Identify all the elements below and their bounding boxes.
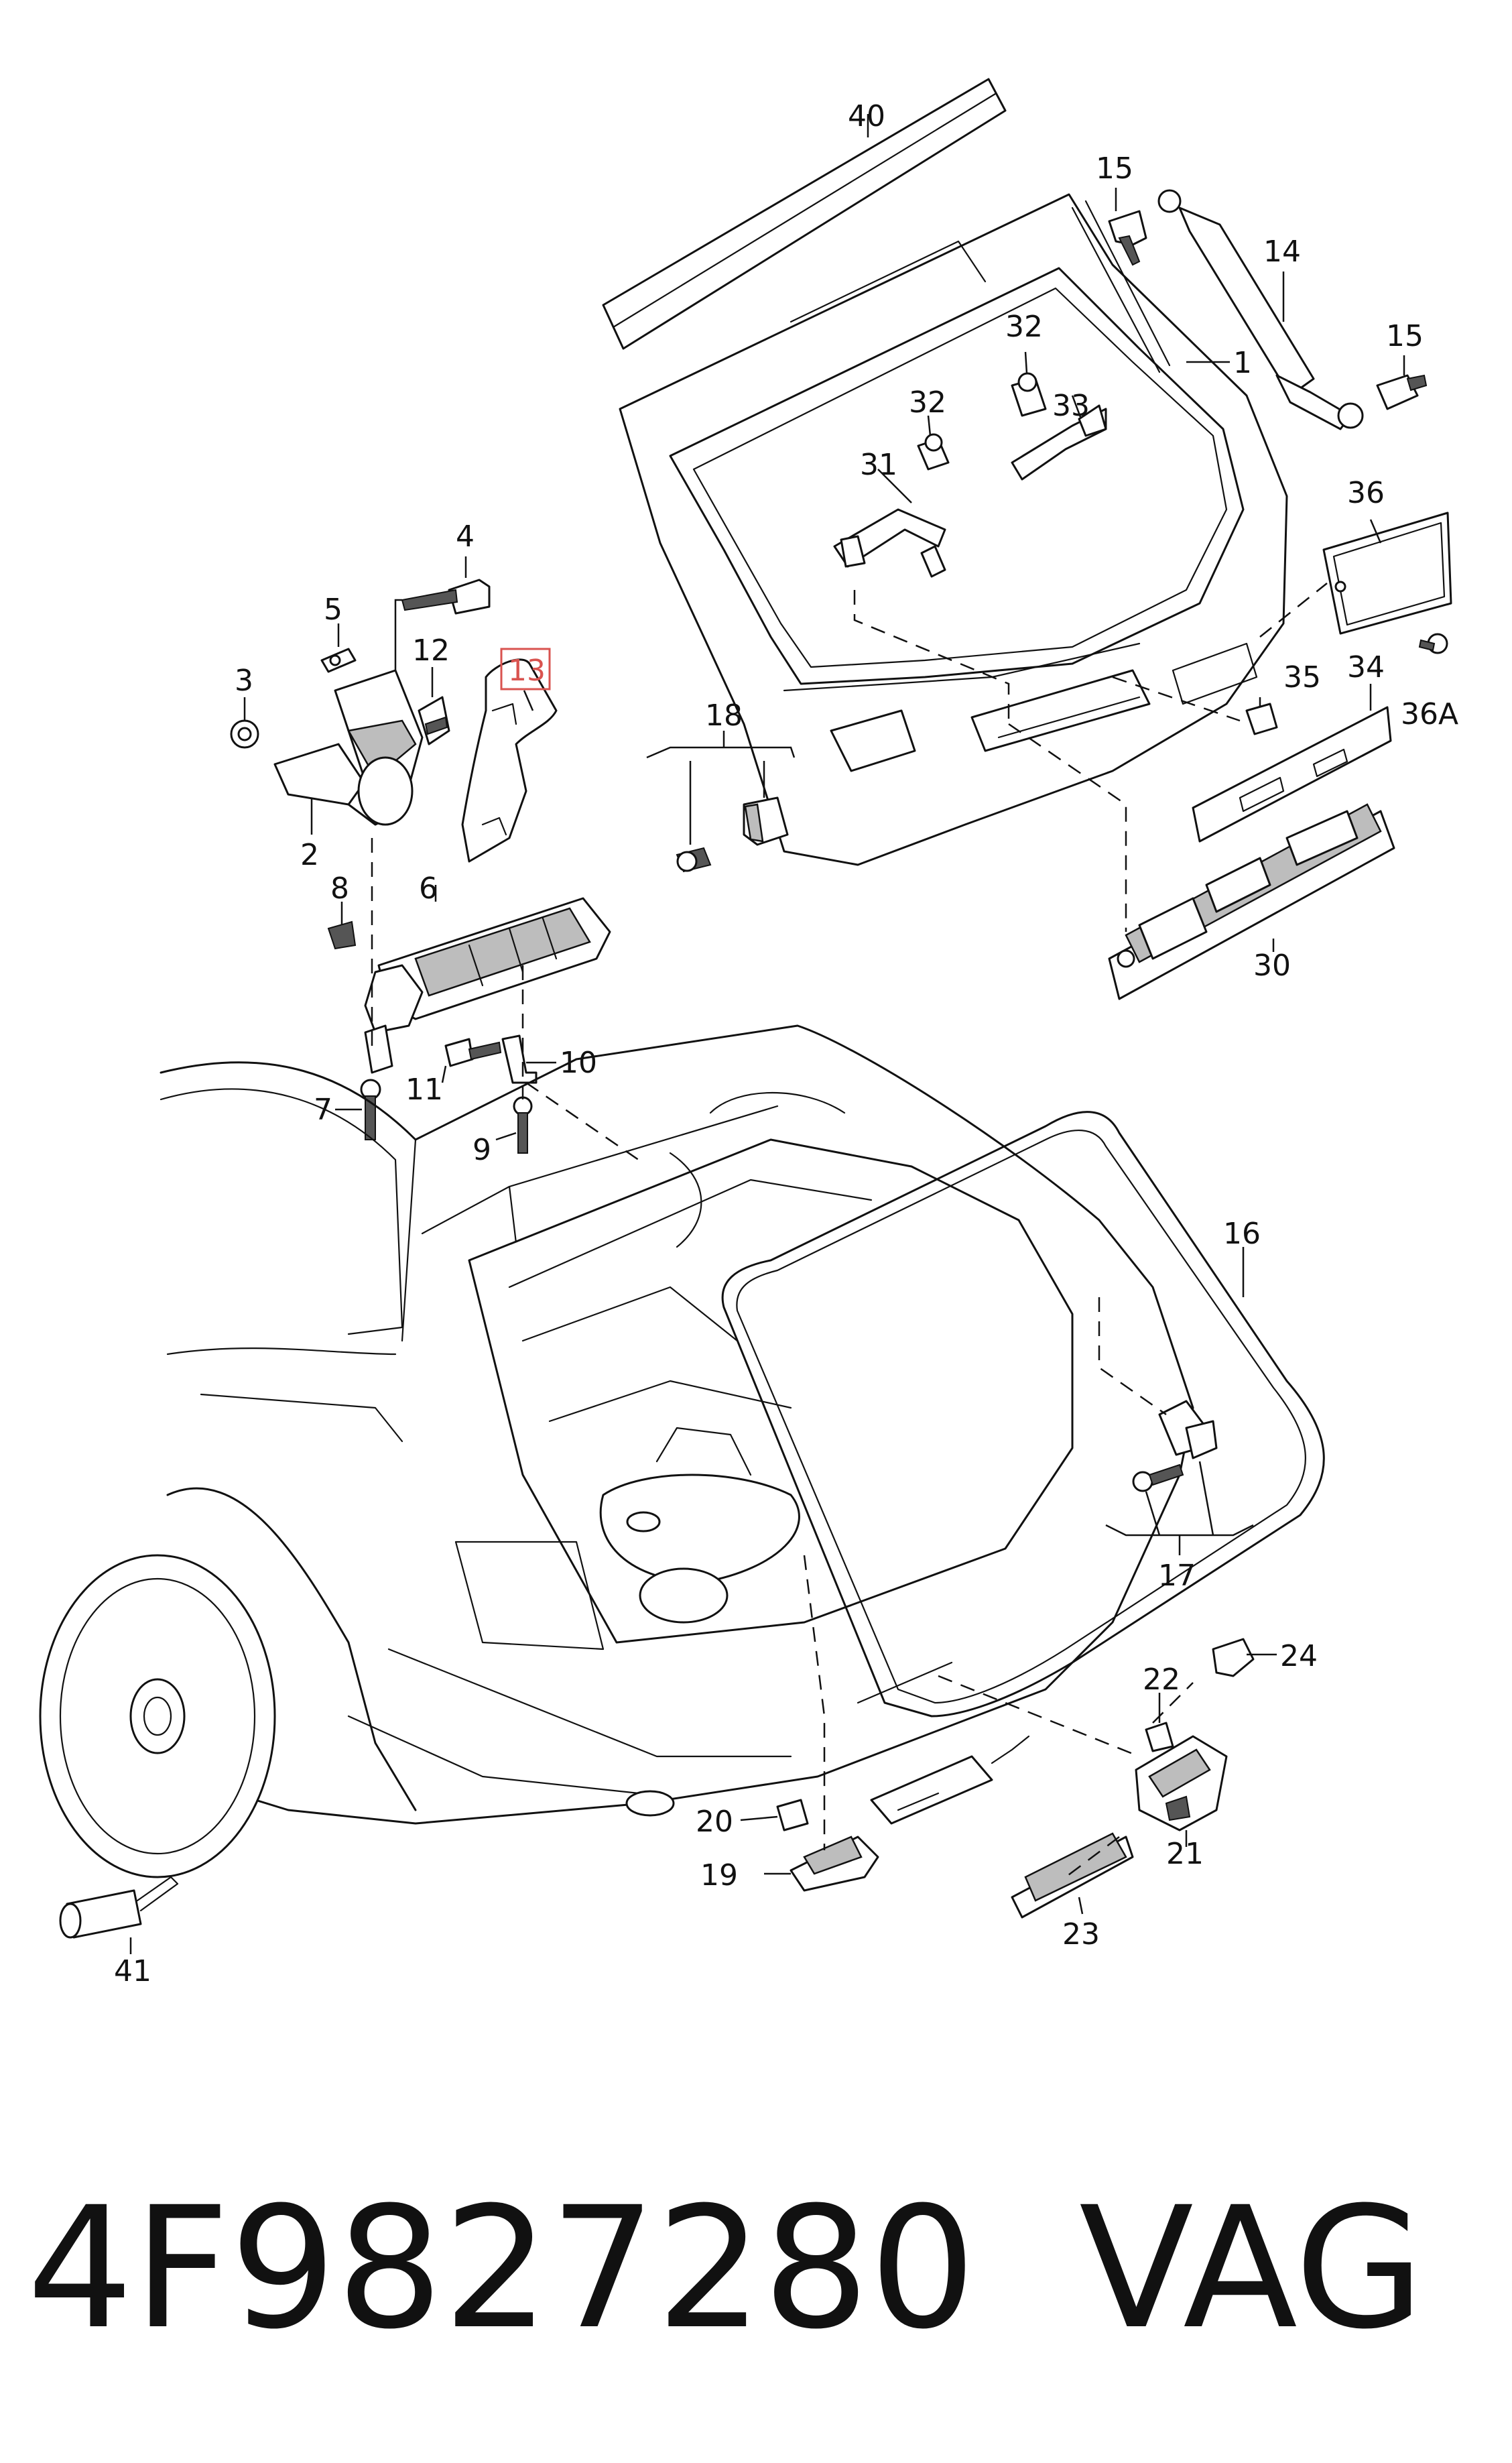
callout-1: 1 [1233, 346, 1252, 380]
gas-strut [1157, 189, 1364, 430]
manufacturer: VAG [1079, 2171, 1424, 2366]
callout-24: 24 [1280, 1639, 1318, 1673]
assembly-lines-hinge [371, 838, 644, 1164]
callout-7: 7 [314, 1093, 332, 1127]
callout-41: 41 [114, 1954, 151, 1988]
bolt-7 [335, 1079, 381, 1140]
screw-36A [1418, 633, 1448, 654]
callout-40: 40 [848, 99, 885, 133]
trim-strip-34 [1192, 684, 1392, 843]
cover-12 [418, 667, 450, 745]
callout-19: 19 [700, 1858, 738, 1893]
callout-3: 3 [235, 664, 253, 698]
cable-unit [870, 1735, 1030, 1825]
callout-22: 22 [1143, 1663, 1180, 1697]
callout-33: 33 [1052, 389, 1090, 423]
bolt-8 [327, 902, 357, 950]
bolt-9 [495, 1096, 533, 1154]
callout-16: 16 [1223, 1217, 1261, 1251]
ball-stud-lower [1376, 355, 1428, 410]
nut-32-left [917, 415, 950, 471]
cover-23 [1011, 1832, 1134, 1919]
lock-19 [764, 1836, 879, 1892]
callout-5: 5 [324, 593, 342, 627]
buffer-group-17 [1105, 1400, 1254, 1555]
buffer-group-18 [646, 731, 796, 873]
bolt-11 [441, 1038, 502, 1083]
callout-36: 36 [1347, 476, 1385, 510]
assembly-lines-upper [853, 583, 1328, 932]
callout-32-right: 32 [1005, 310, 1043, 344]
callout-12: 12 [412, 634, 450, 668]
callout-32-left: 32 [909, 385, 946, 420]
hinge-2 [273, 669, 424, 835]
part-number: 4F9827280 [27, 2171, 976, 2366]
callout-13: 13 [508, 654, 546, 688]
seal-13 [461, 648, 558, 863]
callout-10: 10 [560, 1046, 597, 1080]
car-body [160, 1024, 1194, 1825]
callout-4: 4 [456, 520, 475, 554]
tool-41 [59, 1876, 179, 1954]
callout-14: 14 [1263, 235, 1301, 269]
actuator-6 [364, 885, 611, 1074]
shim-5 [320, 623, 357, 673]
rear-spoiler [602, 78, 1007, 350]
callout-11: 11 [405, 1073, 443, 1107]
washer-3 [230, 697, 259, 749]
callout-2: 2 [300, 838, 319, 872]
latch-21 [1135, 1735, 1228, 1847]
nut-22 [1145, 1693, 1174, 1752]
bracket-10 [501, 1034, 556, 1084]
nut-20 [740, 1799, 809, 1831]
assembly-lines-lower [803, 1297, 1194, 1878]
bracket-33 [1011, 395, 1107, 481]
highlight-box-13 [500, 648, 551, 690]
tailgate-seal-16 [721, 1111, 1325, 1718]
tailgate-panel [619, 193, 1288, 866]
callout-34: 34 [1347, 650, 1385, 684]
bracket-31 [833, 469, 946, 578]
callout-17: 17 [1158, 1559, 1196, 1593]
bolt-4 [394, 556, 491, 670]
rear-wheel [39, 1554, 276, 1878]
ball-stud-upper [1108, 188, 1147, 266]
bracket-24 [1212, 1638, 1277, 1677]
callout-8: 8 [330, 872, 349, 906]
callout-21: 21 [1166, 1837, 1204, 1871]
callout-36A: 36A [1401, 697, 1458, 731]
callout-6: 6 [419, 872, 438, 906]
callout-15-lower: 15 [1386, 319, 1424, 353]
callout-23: 23 [1062, 1917, 1100, 1951]
callout-35: 35 [1283, 660, 1321, 695]
callout-9: 9 [472, 1133, 491, 1167]
callout-20: 20 [696, 1805, 733, 1839]
nut-32-right [1011, 351, 1047, 417]
callout-labels: 40 15 14 15 32 33 1 32 31 36 35 34 36A 1… [114, 99, 1458, 1988]
footer: 4F9827280 VAG [27, 2171, 1424, 2366]
callout-31: 31 [860, 448, 897, 482]
callout-30: 30 [1253, 949, 1291, 983]
license-plate-36 [1322, 512, 1452, 635]
callout-15-upper: 15 [1096, 152, 1133, 186]
nut-35 [1245, 697, 1278, 735]
handle-unit-30 [1108, 803, 1395, 1000]
callout-18: 18 [705, 699, 743, 733]
